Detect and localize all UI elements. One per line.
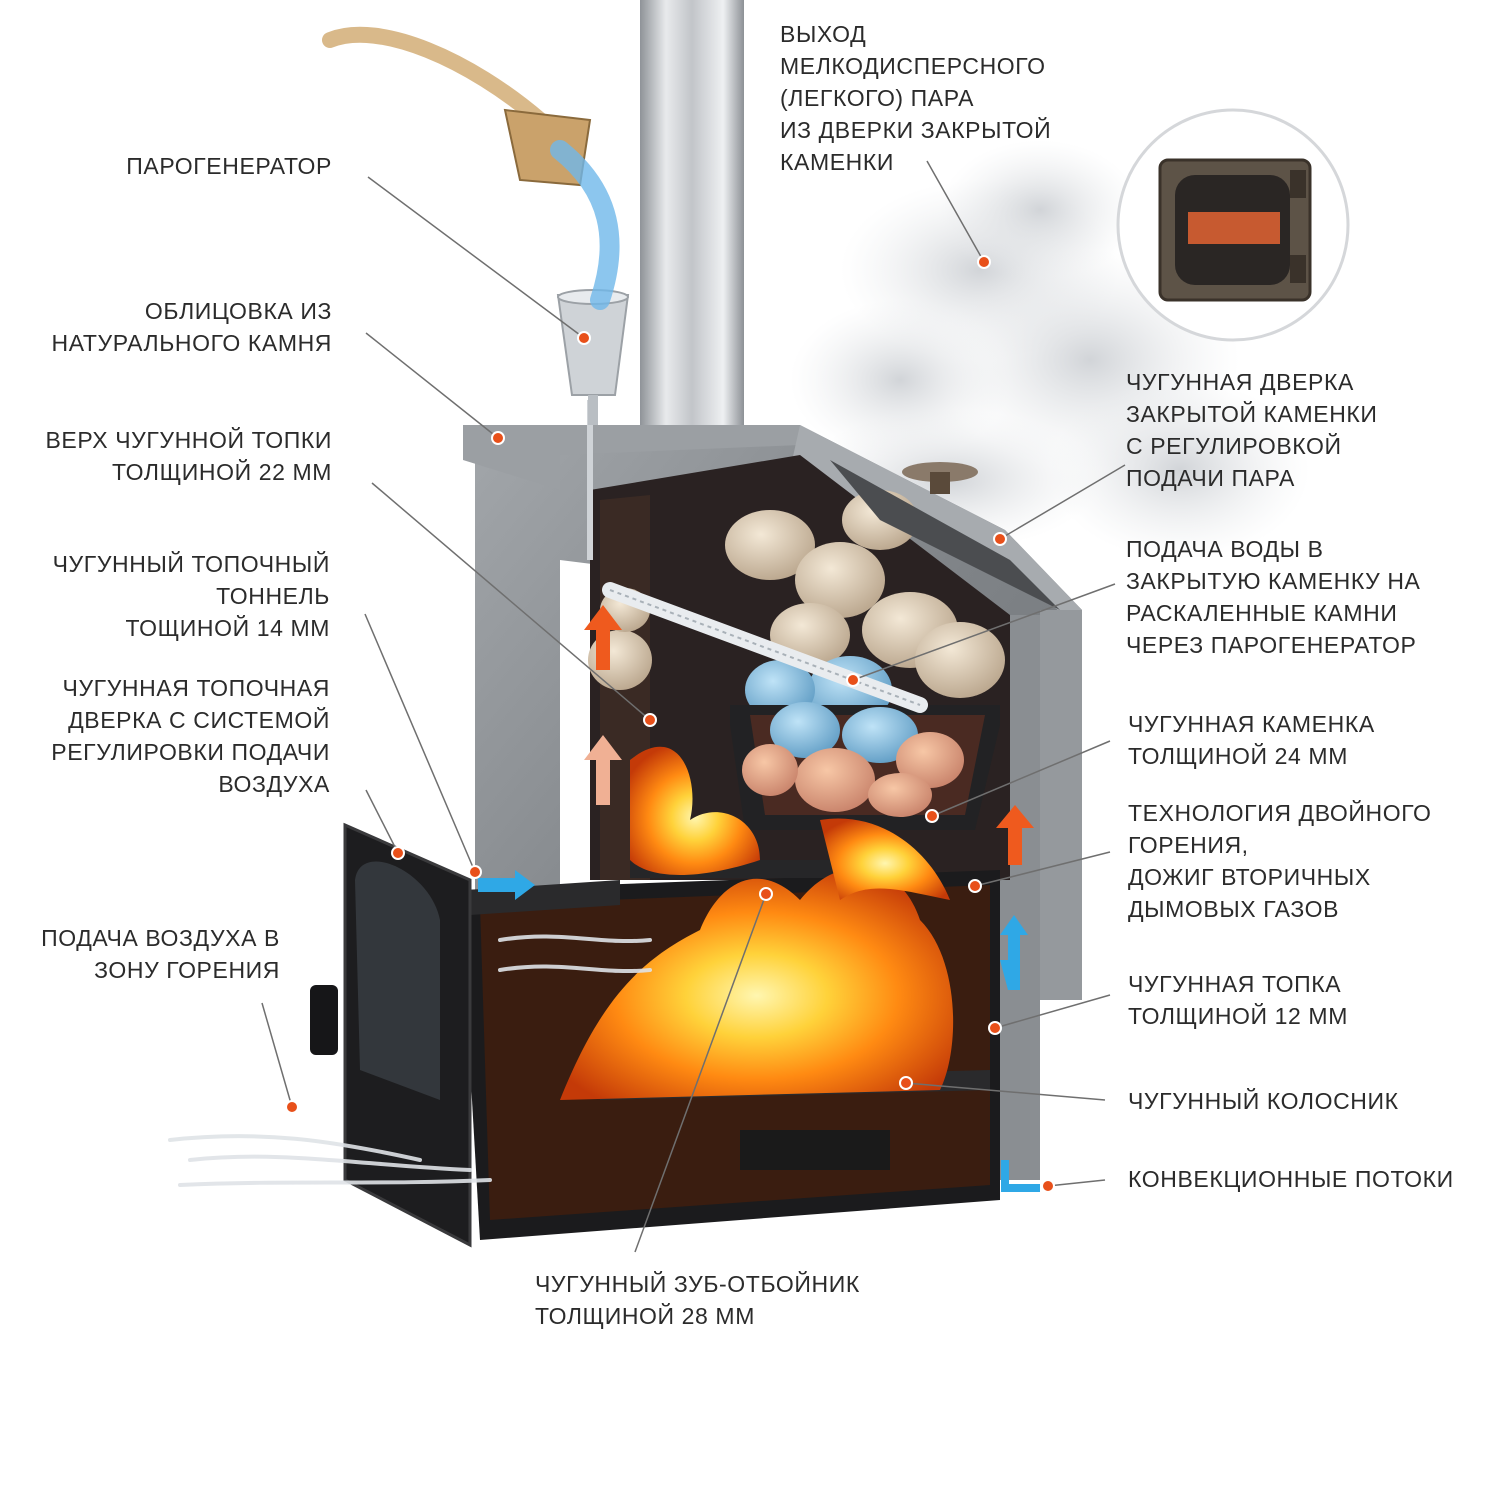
fire-door bbox=[310, 822, 472, 1248]
label-fire-tunnel: ЧУГУННЫЙ ТОПОЧНЫЙ ТОННЕЛЬ ТОЩИНОЙ 14 ММ bbox=[52, 551, 330, 641]
label-heater: ЧУГУННАЯ КАМЕНКА ТОЛЩИНОЙ 24 ММ bbox=[1128, 711, 1375, 769]
label-firebox-top: ВЕРХ ЧУГУННОЙ ТОПКИ ТОЛЩИНОЙ 22 ММ bbox=[45, 427, 332, 485]
steam-generator-cup bbox=[556, 289, 630, 425]
heater-bowl bbox=[730, 702, 1000, 830]
fire bbox=[560, 746, 954, 1100]
label-steam-exit: ВЫХОД МЕЛКОДИСПЕРСНОГО (ЛЕГКОГО) ПАРА ИЗ… bbox=[780, 21, 1052, 175]
air-arrows bbox=[478, 870, 1040, 1192]
hot-gas-arrows bbox=[584, 605, 1034, 865]
label-grate: ЧУГУННЫЙ КОЛОСНИК bbox=[1128, 1088, 1399, 1114]
label-steam-generator: ПАРОГЕНЕРАТОР bbox=[126, 153, 332, 179]
label-firebox: ЧУГУННАЯ ТОПКА ТОЛЩИНОЙ 12 ММ bbox=[1128, 971, 1348, 1029]
label-stone-cladding: ОБЛИЦОВКА ИЗ НАТУРАЛЬНОГО КАМНЯ bbox=[51, 298, 332, 356]
label-convection: КОНВЕКЦИОННЫЕ ПОТОКИ bbox=[1128, 1166, 1454, 1192]
label-water-supply: ПОДАЧА ВОДЫ В ЗАКРЫТУЮ КАМЕНКУ НА РАСКАЛ… bbox=[1126, 536, 1421, 658]
markers bbox=[285, 255, 1055, 1193]
ladle-icon bbox=[322, 26, 620, 310]
label-fire-door: ЧУГУННАЯ ТОПОЧНАЯ ДВЕРКА С СИСТЕМОЙ РЕГУ… bbox=[51, 675, 330, 797]
label-double-combustion: ТЕХНОЛОГИЯ ДВОЙНОГО ГОРЕНИЯ, ДОЖИГ ВТОРИ… bbox=[1128, 800, 1432, 922]
heater-door bbox=[830, 460, 1060, 610]
cast-iron-door-closeup bbox=[1116, 108, 1350, 342]
convection-streams bbox=[168, 934, 652, 1187]
label-air-supply: ПОДАЧА ВОЗДУХА В ЗОНУ ГОРЕНИЯ bbox=[41, 925, 280, 983]
label-heater-door: ЧУГУННАЯ ДВЕРКА ЗАКРЫТОЙ КАМЕНКИ С РЕГУЛ… bbox=[1126, 369, 1378, 491]
leader-lines bbox=[261, 160, 1126, 1253]
label-deflector: ЧУГУННЫЙ ЗУБ-ОТБОЙНИК ТОЛЩИНОЙ 28 ММ bbox=[535, 1271, 860, 1329]
steam-generator-tube bbox=[587, 400, 928, 713]
